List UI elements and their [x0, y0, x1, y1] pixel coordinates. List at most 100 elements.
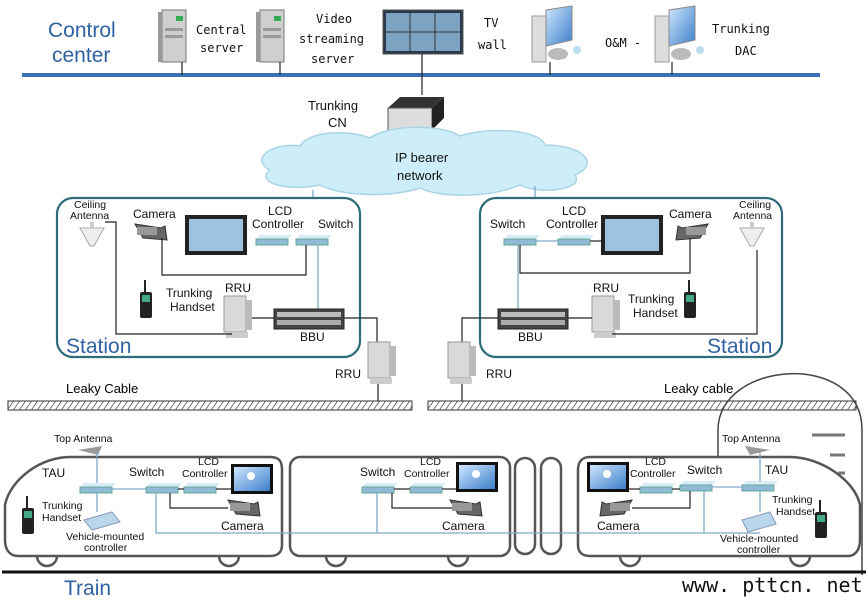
- ceiling-antenna-icon: [739, 221, 765, 247]
- station-left-title: Station: [66, 335, 131, 358]
- tv-wall-icon: [382, 9, 464, 95]
- switch-icon: [503, 234, 541, 246]
- rru-icon: [223, 295, 253, 339]
- ceiling-antenna-icon: [79, 221, 105, 247]
- switch-label: Switch: [360, 465, 395, 479]
- control-center-title-2: center: [52, 44, 110, 67]
- rru-trackside-right-icon: [447, 341, 477, 402]
- leaky-cable-left-label: Leaky Cable: [66, 381, 138, 396]
- central-server-icon: [157, 9, 187, 75]
- rru-label: RRU: [225, 281, 251, 295]
- lcd-controller-icon: [183, 482, 221, 494]
- om-terminal-icon: [531, 5, 582, 75]
- switch-icon: [361, 482, 399, 494]
- vehicle-mounted-controller-icon: [83, 511, 121, 531]
- leaky-cable-right: [427, 400, 857, 411]
- lcd-display-icon: [185, 215, 247, 255]
- train-car-2: [288, 455, 512, 558]
- train-car-1: [3, 455, 284, 558]
- switch-icon: [145, 482, 183, 494]
- switch-label: Switch: [687, 463, 722, 477]
- train-coupler: [513, 456, 537, 556]
- bbu-label: BBU: [300, 330, 325, 344]
- trackside: RRU RRU Leaky Cable Leaky cable: [7, 341, 857, 411]
- camera-label: Camera: [133, 207, 176, 221]
- camera-label: Camera: [597, 519, 640, 533]
- train-backbone: [155, 493, 760, 534]
- lcd-controller-icon: [409, 482, 447, 494]
- station-right-title: Station: [707, 335, 772, 358]
- tau-label: TAU: [42, 466, 65, 480]
- camera-label: Camera: [669, 207, 712, 221]
- camera-label: Camera: [442, 519, 485, 533]
- top-antenna-label: Top Antenna: [722, 433, 781, 445]
- rru-icon: [591, 295, 621, 339]
- trunking-handset-icon: [140, 280, 152, 318]
- switch-icon: [295, 234, 333, 246]
- rru-label: RRU: [593, 281, 619, 295]
- watermark: www. pttcn. net: [682, 573, 863, 597]
- bbu-label: BBU: [518, 330, 543, 344]
- tau-label: TAU: [765, 463, 788, 477]
- train-car-3: [576, 455, 862, 558]
- leaky-cable-left: [7, 400, 413, 411]
- tau-icon: [79, 482, 117, 494]
- station-right-box: [478, 196, 784, 359]
- lcd-display-icon: [231, 464, 273, 494]
- top-antenna-icon: [78, 446, 102, 455]
- tunnel-outline: [717, 373, 863, 575]
- camera-label: Camera: [221, 519, 264, 533]
- video-server-icon: [255, 9, 285, 75]
- train-coupler: [539, 456, 563, 556]
- lcd-display-icon: [601, 215, 663, 255]
- tau-icon: [741, 480, 779, 492]
- switch-label: Switch: [318, 217, 353, 231]
- camera-icon: [134, 223, 168, 241]
- lcd-controller-icon: [557, 234, 595, 246]
- switch-icon: [679, 480, 717, 492]
- leaky-cable-right-label: Leaky cable: [664, 381, 733, 396]
- trunking-handset-icon: [684, 280, 696, 318]
- trunking-dac-icon: [654, 5, 705, 75]
- lcd-display-icon: [587, 462, 629, 492]
- camera-icon: [675, 223, 709, 241]
- top-antenna-icon: [745, 446, 770, 455]
- train-wheels: [35, 555, 812, 568]
- station-left-box: [55, 196, 362, 359]
- lcd-display-icon: [456, 462, 498, 492]
- train-title: Train: [64, 577, 111, 600]
- vehicle-mounted-controller-icon: [741, 511, 777, 533]
- top-antenna-label: Top Antenna: [54, 433, 113, 445]
- rru-trackside-left-icon: [367, 341, 397, 402]
- lcd-controller-icon: [255, 234, 293, 246]
- rru-trackside-left-label: RRU: [335, 367, 361, 381]
- switch-label: Switch: [490, 217, 525, 231]
- bbu-icon: [273, 308, 345, 330]
- switch-label: Switch: [129, 465, 164, 479]
